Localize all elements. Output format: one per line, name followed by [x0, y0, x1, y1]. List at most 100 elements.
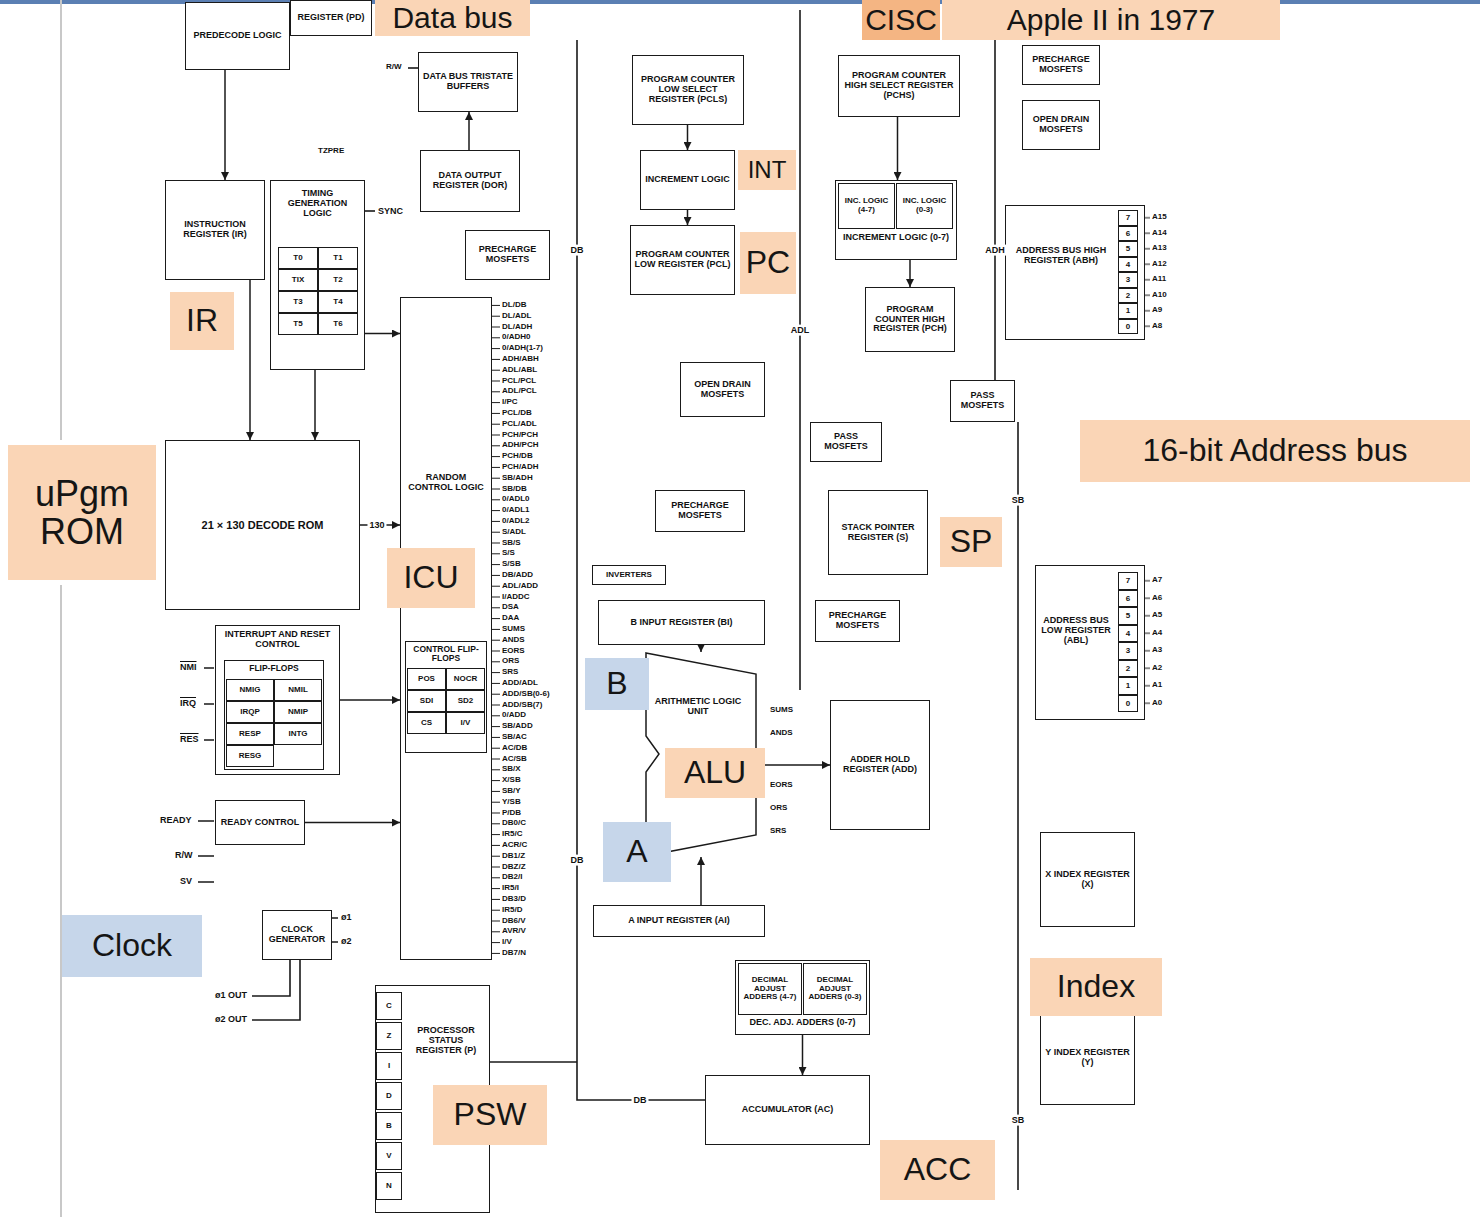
table-cell: NMIG	[226, 679, 274, 701]
callout-text: 16-bit Address bus	[1142, 434, 1407, 468]
box-label: CONTROL FLIP-FLOPS	[409, 645, 483, 664]
signal-name: ADL/ABL	[502, 365, 537, 375]
signal-name: DSA	[502, 602, 519, 612]
table-cell: T5	[278, 313, 318, 335]
bit-number: 6	[1118, 226, 1138, 242]
table-cell: INTG	[274, 723, 322, 745]
signal-name: A10	[1152, 290, 1167, 300]
box-label: DATA BUS TRISTATE BUFFERS	[422, 72, 514, 92]
signal-name: 0/ADD	[502, 710, 526, 720]
signal-name: DB2/I	[502, 872, 522, 882]
signal-arrow	[700, 645, 702, 652]
signal-arrow	[687, 125, 689, 150]
signal-name: AC/DB	[502, 743, 527, 753]
signal-name: DL/DB	[502, 300, 526, 310]
callout-label: ICU	[387, 548, 475, 608]
box-label: PREDECODE LOGIC	[193, 31, 281, 41]
signal-name: A8	[1152, 321, 1162, 331]
callout-label: 16-bit Address bus	[1080, 420, 1470, 482]
signal-arrow	[687, 210, 689, 225]
callout-label: PC	[740, 232, 796, 294]
signal-name: DB0/C	[502, 818, 526, 828]
box-label: OPEN DRAIN MOSFETS	[684, 380, 761, 400]
box-label: ADDER HOLD REGISTER (ADD)	[834, 755, 926, 775]
signal-name: AVR/V	[502, 926, 526, 936]
block-box: READY CONTROL	[215, 800, 305, 845]
signal-name: A14	[1152, 228, 1167, 238]
callout-label: Clock	[62, 915, 202, 977]
box-label: PROGRAM COUNTER LOW SELECT REGISTER (PCL…	[636, 75, 740, 105]
box-label: INCREMENT LOGIC (0-7)	[839, 233, 953, 243]
block-box: DATA BUS TRISTATE BUFFERS	[418, 52, 518, 112]
box-label: DATA OUTPUT REGISTER (DOR)	[424, 171, 516, 191]
signal-name: A7	[1152, 575, 1162, 585]
signal-arrow	[802, 1035, 804, 1075]
signal-name: SB/AC	[502, 732, 527, 742]
box-label: T0	[293, 254, 302, 263]
signal-arrow	[909, 260, 911, 287]
box-label: PROGRAM COUNTER HIGH REGISTER (PCH)	[869, 305, 951, 335]
block-box: PROGRAM COUNTER LOW SELECT REGISTER (PCL…	[632, 55, 744, 125]
bit-number: 4	[1118, 625, 1138, 643]
block-box: DEC. ADJ. ADDERS (0-7)DECIMAL ADJUST ADD…	[735, 960, 870, 1035]
signal-name: SB/DB	[502, 484, 527, 494]
box-label: PRECHARGE MOSFETS	[659, 501, 741, 521]
box-label: PASS MOSFETS	[954, 391, 1011, 411]
signal-arrow	[468, 112, 470, 150]
signal-name: ADH/ABH	[502, 354, 539, 364]
signal-arrow	[757, 764, 830, 766]
box-label: RESP	[239, 730, 261, 739]
signal-name: SRS	[502, 667, 518, 677]
box-label: D	[386, 1092, 392, 1101]
table-cell: SD2	[446, 690, 485, 712]
bit-number: 5	[1118, 241, 1138, 257]
callout-label: ACC	[880, 1140, 995, 1200]
box-label: STACK POINTER REGISTER (S)	[832, 523, 924, 543]
box-label: T4	[333, 298, 342, 307]
block-box: PRECHARGE MOSFETS	[465, 230, 550, 280]
signal-name: A9	[1152, 305, 1162, 315]
callout-label: Data bus	[375, 0, 530, 36]
block-box: OPEN DRAIN MOSFETS	[680, 362, 765, 417]
block-box: PASS MOSFETS	[950, 380, 1015, 422]
signal-name: R/W	[386, 62, 402, 72]
bit-number: 0	[1118, 319, 1138, 335]
block-box: INCREMENT LOGIC (0-7)INC. LOGIC (4-7)INC…	[835, 180, 957, 260]
box-label: PRECHARGE MOSFETS	[469, 245, 546, 265]
box-label: INC. LOGIC (4-7)	[841, 197, 892, 215]
box-label: PRECHARGE MOSFETS	[1026, 55, 1096, 75]
box-label: C	[386, 1002, 392, 1011]
block-box: PRECHARGE MOSFETS	[1022, 45, 1100, 85]
box-label: PROCESSOR STATUS REGISTER (P)	[406, 1026, 486, 1056]
signal-name: DL/ADL	[502, 311, 531, 321]
signal-name: I/PC	[502, 397, 518, 407]
table-cell: NOCR	[446, 668, 485, 690]
block-box: CLOCK GENERATOR	[262, 910, 332, 960]
box-label: READY CONTROL	[221, 818, 299, 828]
box-label: Y INDEX REGISTER (Y)	[1044, 1048, 1131, 1068]
box-label: NMIG	[240, 686, 261, 695]
callout-label: B	[585, 658, 649, 710]
bit-number: 5	[1118, 607, 1138, 625]
box-label: ADDRESS BUS LOW REGISTER (ABL)	[1040, 616, 1112, 646]
signal-name: ADD/ADL	[502, 678, 538, 688]
signal-name: IR5/I	[502, 883, 519, 893]
signal-arrow	[700, 857, 702, 905]
callout-label: A	[603, 822, 671, 882]
signal-arrow	[305, 822, 400, 824]
callout-text: CISC	[865, 4, 937, 36]
callout-text: IR	[186, 304, 218, 338]
signal-name: ANDS	[502, 635, 525, 645]
callout-label: SP	[940, 517, 1002, 567]
signal-name: S/S	[502, 548, 515, 558]
callout-label: Index	[1030, 958, 1162, 1016]
table-cell: C	[376, 992, 402, 1020]
callout-text: B	[606, 667, 627, 701]
signal-name: SYNC	[378, 206, 403, 217]
callout-label: IR	[170, 292, 234, 350]
box-label: PASS MOSFETS	[814, 432, 878, 452]
block-box: FLIP-FLOPSNMIGNMILIRQPNMIPRESPINTGRESG	[224, 660, 324, 770]
signal-name: A13	[1152, 243, 1167, 253]
signal-name: NMI	[180, 662, 197, 673]
block-box: Y INDEX REGISTER (Y)	[1040, 1010, 1135, 1105]
